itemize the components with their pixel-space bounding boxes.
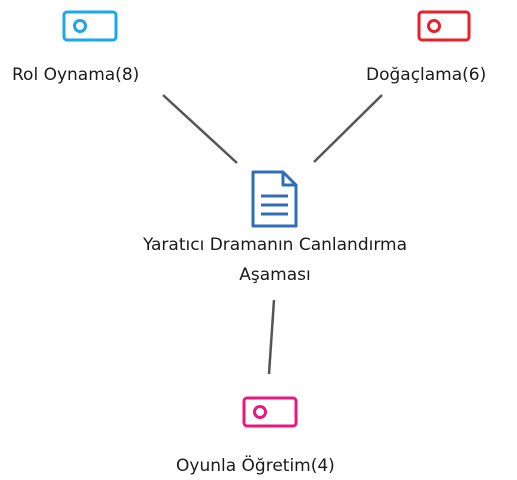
document-label-line-1: Yaratıcı Dramanın Canlandırma xyxy=(142,235,408,255)
code-label-oyunla-ogretim[interactable]: Oyunla Öğretim(4) xyxy=(176,456,335,476)
document-icon xyxy=(251,170,298,228)
code-tag-icon-oyunla-ogretim[interactable] xyxy=(242,396,298,428)
code-tag-icon-rol-oynama[interactable] xyxy=(62,10,118,42)
connector-rol-oynama xyxy=(162,94,238,164)
connector-dogaclama xyxy=(313,94,383,163)
code-label-dogaclama[interactable]: Doğaçlama(6) xyxy=(366,65,487,85)
connector-oyunla-ogretim xyxy=(267,299,276,375)
document-label-line-2: Aşaması xyxy=(239,265,311,285)
document-label[interactable]: Yaratıcı Dramanın Canlandırma Aşaması xyxy=(58,230,492,290)
code-tag-icon-dogaclama[interactable] xyxy=(417,10,471,42)
code-label-rol-oynama[interactable]: Rol Oynama(8) xyxy=(12,65,140,85)
